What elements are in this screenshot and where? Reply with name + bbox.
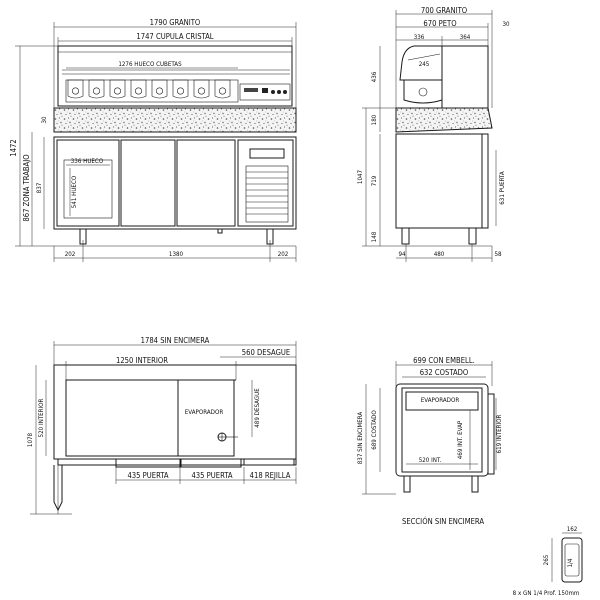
side-leg-back	[468, 227, 477, 245]
gn-pan-detail: 162 265 1/4 8 x GN 1/4 Prof. 150mm	[513, 526, 583, 597]
section-leg-right	[471, 475, 479, 493]
plan-door-strip	[57, 458, 297, 466]
section-int-w-label: 520 INT.	[419, 457, 442, 464]
side-pan	[403, 79, 443, 104]
front-bottom-mid-label: 1380	[169, 251, 184, 258]
plan-desague-v-label: 489 DESAGUE	[254, 388, 261, 428]
plan-interior-label: 1250 INTERIOR	[116, 356, 168, 365]
glass-dome	[57, 45, 293, 107]
side-glass-hood	[399, 45, 442, 81]
side-364-label: 364	[460, 34, 471, 41]
side-480-label: 480	[434, 251, 445, 258]
gn-width-label: 162	[567, 526, 578, 533]
front-door-3	[176, 139, 236, 227]
plan-door-2	[180, 458, 242, 468]
plan-interior-v-label: 520 INTERIOR	[38, 398, 45, 437]
front-hueco-w-label: 336 HUECO	[71, 158, 104, 165]
section-sin-encimera-v-label: 837 SIN ENCIMERA	[357, 412, 364, 465]
gn-height-label: 265	[543, 554, 550, 565]
side-719-label: 719	[371, 175, 378, 186]
side-door-edge	[481, 133, 489, 229]
front-30-label: 30	[41, 116, 48, 124]
side-granito-label: 700 GRANITO	[421, 6, 467, 15]
section-evaporador-label: EVAPORADOR	[421, 397, 460, 404]
section-evaporator	[405, 391, 479, 411]
front-cabinet	[53, 136, 297, 230]
front-granite-slab	[53, 107, 297, 133]
side-back-panel	[441, 45, 489, 109]
front-legs	[79, 228, 274, 245]
plan-puerta2-label: 435 PUERTA	[191, 471, 232, 480]
plan-view: 1784 SIN ENCIMERA 1250 INTERIOR 560 DESA…	[27, 336, 297, 515]
side-30-label: 30	[502, 21, 510, 28]
section-costado-label: 632 COSTADO	[420, 368, 469, 377]
side-94-label: 94	[398, 251, 406, 258]
gn-pans-row	[65, 79, 291, 103]
front-cupula-label: 1747 CUPULA CRISTAL	[136, 32, 213, 41]
display-icon	[262, 88, 268, 93]
side-view: 700 GRANITO 670 PETO 30 336 364 245 436 …	[357, 6, 510, 262]
side-granite-slab	[395, 107, 493, 133]
side-245-label: 245	[419, 61, 430, 68]
plan-puerta1-label: 435 PUERTA	[127, 471, 168, 480]
plan-evaporador-label: EVAPORADOR	[185, 409, 224, 416]
front-grille	[245, 165, 289, 223]
drawer-handle	[249, 148, 285, 159]
section-interior	[401, 387, 483, 473]
gn-pan-outline	[561, 537, 583, 583]
front-granito-label: 1790 GRANITO	[150, 18, 201, 27]
plan-rejilla-label: 418 REJILLA	[250, 471, 291, 480]
plan-door-1	[115, 458, 181, 468]
section-door	[487, 393, 495, 475]
gn-caption: 8 x GN 1/4 Prof. 150mm	[513, 590, 580, 597]
front-door-2	[120, 139, 176, 227]
plan-desague-label: 560 DESAGUE	[242, 348, 290, 357]
front-837-label: 837	[36, 182, 43, 193]
section-caption: SECCIÓN SIN ENCIMERA	[402, 517, 484, 526]
front-bottom-right-label: 202	[278, 251, 289, 258]
side-436-label: 436	[371, 71, 378, 82]
side-1047-label: 1047	[357, 169, 364, 184]
plan-interior-compartment	[65, 379, 179, 457]
side-180-label: 180	[371, 114, 378, 125]
front-drawer-grille-panel	[237, 139, 294, 227]
plan-1078-label: 1078	[27, 432, 34, 447]
side-336-label: 336	[414, 34, 425, 41]
gn-fraction-label: 1/4	[567, 558, 574, 567]
section-interior-v-label: 619 INTERIOR	[496, 414, 503, 453]
front-1472-label: 1472	[9, 139, 18, 156]
front-left-door	[56, 139, 120, 227]
plan-sin-encimera-label: 1784 SIN ENCIMERA	[141, 336, 210, 345]
side-leg-front	[401, 227, 410, 245]
side-peto-label: 670 PETO	[423, 19, 456, 28]
section-costado-v-label: 689 COSTADO	[371, 410, 378, 450]
side-58-label: 58	[494, 251, 502, 258]
front-view: 1790 GRANITO 1747 CUPULA CRISTAL 1276 HU…	[9, 18, 297, 262]
plan-evaporator-compartment	[177, 379, 235, 457]
side-body	[395, 133, 483, 229]
side-148-label: 148	[371, 231, 378, 242]
control-panel	[239, 83, 291, 101]
plan-grille	[243, 458, 295, 466]
front-hueco-cubetas-label: 1276 HUECO CUBETAS	[118, 61, 182, 68]
side-puerta-label: 631 PUERTA	[499, 171, 506, 205]
section-view: 699 CON EMBELL. 632 COSTADO EVAPORADOR 4…	[357, 356, 503, 526]
section-leg-left	[403, 475, 411, 493]
front-bottom-left-label: 202	[65, 251, 76, 258]
section-embell-label: 699 CON EMBELL.	[413, 356, 475, 365]
front-hueco-h-label: 541 HUECO	[71, 175, 78, 208]
front-zona-trabajo-label: 867 ZONA TRABAJO	[22, 154, 31, 221]
section-int-evap-label: 469 INT. EVAP	[457, 420, 464, 459]
